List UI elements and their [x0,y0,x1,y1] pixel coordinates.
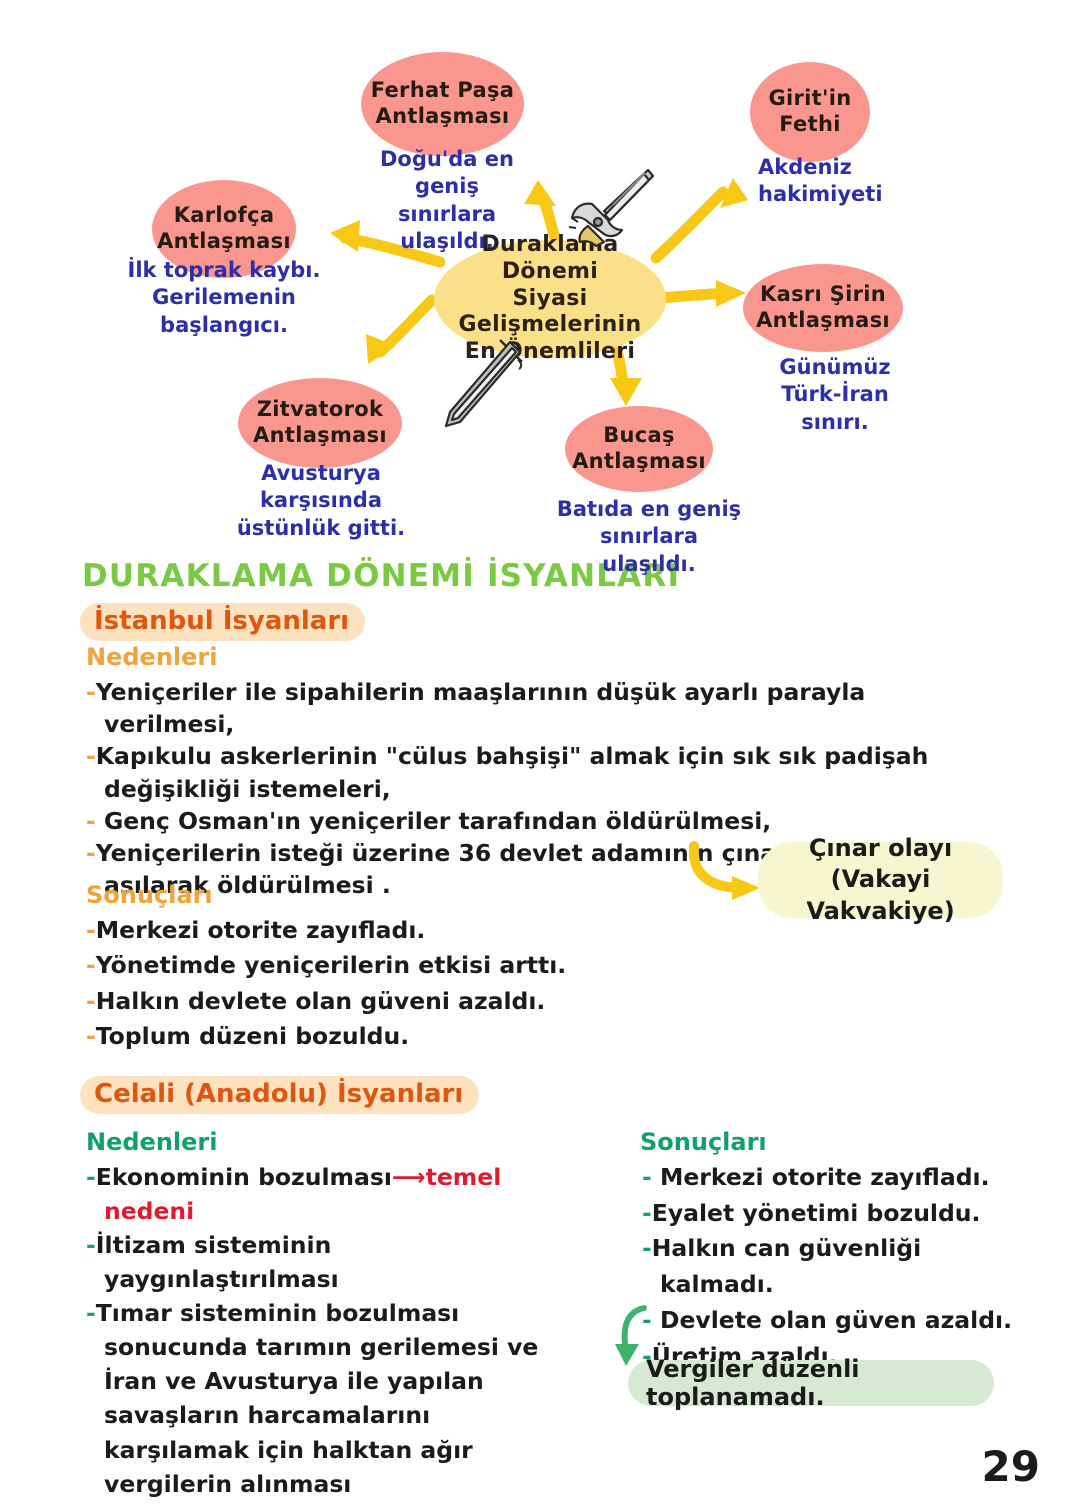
note-line1: Akdeniz [758,155,852,179]
node-title-line2: Antlaşması [157,229,291,253]
node-title-line1: Bucaş [603,423,675,448]
dash-bullet-icon: - [86,916,96,944]
node-title-line1: Kasrı Şirin [760,282,886,307]
callout-vergiler: Vergiler düzenli toplanamadı. [628,1355,994,1411]
dash-bullet-icon: - [86,1299,96,1328]
node-title-line1: Ferhat Paşa [370,78,515,103]
page-number: 29 [981,1442,1040,1491]
mindmap-center-node[interactable]: Duraklama Dönemi Siyasi Gelişmelerinin E… [434,232,666,364]
node-title-line2: Antlaşması [375,104,510,128]
note-line2: Türk-İran [781,382,889,407]
mindmap-diagram: Ferhat Paşa Antlaşması Doğu'da en geniş … [0,0,1080,576]
section-pill-celali[interactable]: Celali (Anadolu) İsyanları [80,1076,480,1114]
page-title: DURAKLAMA DÖNEMİ İSYANLARI [82,558,681,594]
callout-line1: Çınar olayı [808,834,953,863]
note-line1: Batıda en geniş [556,497,742,521]
node-title-line2: Antlaşması [756,308,890,332]
dash-bullet-icon: - [642,1234,652,1263]
mindmap-note-kasri-sirin: Günümüz Türk-İran sınırı. [760,354,910,436]
dash-bullet-icon: - [642,1198,652,1227]
dash-bullet-icon: - [86,678,96,706]
dash-bullet-icon: - [642,1341,652,1370]
mindmap-node-kasri-sirin[interactable]: Kasrı Şirin Antlaşması [743,264,903,352]
mindmap-node-zitvatorok[interactable]: Zitvatorok Antlaşması [238,378,402,468]
list-item: -Yeniçeriler ile sipahilerin maaşlarının… [86,678,866,739]
list-istanbul-results: -Merkezi otorite zayıfladı. -Yönetimde y… [86,913,646,1054]
dash-bullet-icon: - [86,951,96,980]
sword-icon-lower [444,339,523,428]
node-title-line1: Zitvatorok [256,397,384,422]
list-item: -Ekonominin bozulması⟶temel nedeni [86,1163,502,1226]
dash-bullet-icon: - [86,838,96,867]
label-celali-results: Sonuçları [640,1128,767,1156]
dash-bullet-icon: - [642,1163,652,1191]
callout-line2: (Vakayi Vakvakiye) [806,865,955,925]
note-line2: sınırlara ulaşıldı. [397,201,497,253]
dash-bullet-icon: - [642,1305,652,1334]
note-line1: Avusturya karşısında [259,461,383,513]
label-istanbul-causes: Nedenleri [86,643,218,671]
mindmap-note-karlofca: İlk toprak kaybı. Gerilemenin başlangıcı… [118,257,330,339]
list-item: - Genç Osman'ın yeniçeriler tarafından ö… [86,806,772,835]
sword-icon-upper [568,168,655,248]
dash-bullet-icon: - [86,1231,96,1260]
list-item: - Merkezi otorite zayıfladı. [642,1163,990,1191]
note-line1: İlk toprak kaybı. [127,258,321,282]
dash-bullet-icon: - [86,986,96,1015]
center-line1: Duraklama Dönemi [481,231,619,284]
section-pill-istanbul[interactable]: İstanbul İsyanları [80,603,366,641]
node-title-line2: Antlaşması [572,449,706,473]
note-line1: Doğu'da en geniş [380,147,514,199]
label-istanbul-results: Sonuçları [86,881,213,909]
list-item: -Halkın devlete olan güveni azaldı. [86,986,546,1015]
note-line3: sınırı. [801,409,869,434]
list-celali-causes: -Ekonominin bozulması⟶temel nedeni -İlti… [86,1160,566,1501]
node-title-line1: Girit'in [768,86,852,111]
list-item: -Tımar sisteminin bozulması sonucunda ta… [86,1299,539,1498]
dash-bullet-icon: - [86,806,96,835]
node-title-line1: Karlofça [173,203,275,228]
node-title-line2: Antlaşması [253,423,387,447]
mindmap-note-giritin-fethi: Akdeniz hakimiyeti [758,154,898,209]
mindmap-node-karlofca[interactable]: Karlofça Antlaşması [152,180,296,278]
center-line2: Siyasi Gelişmelerinin [458,285,642,338]
list-item: -Halkın can güvenliği kalmadı. [642,1234,922,1299]
cause-annotation: temel nedeni [104,1163,502,1226]
dash-bullet-icon: - [86,1021,96,1050]
dash-bullet-icon: - [86,1163,96,1191]
mindmap-node-ferhat-pasa[interactable]: Ferhat Paşa Antlaşması [361,52,524,156]
list-item: -Merkezi otorite zayıfladı. [86,916,426,944]
red-arrow-icon: ⟶ [391,1163,426,1191]
mindmap-node-giritin-fethi[interactable]: Girit'in Fethi [750,62,870,162]
callout-cinar-olayi: Çınar olayı (Vakayi Vakvakiye) [758,834,1003,925]
label-celali-causes: Nedenleri [86,1128,218,1156]
mindmap-note-zitvatorok: Avusturya karşısında üstünlük gitti. [210,460,432,542]
note-line2: sınırlara ulaşıldı. [599,524,699,576]
mindmap-note-bucas: Batıda en geniş sınırlara ulaşıldı. [556,496,742,578]
list-celali-results: - Merkezi otorite zayıfladı. -Eyalet yön… [642,1160,1042,1374]
list-item: -Yönetimde yeniçerilerin etkisi arttı. [86,951,567,980]
list-item: -Toplum düzeni bozuldu. [86,1021,410,1050]
mindmap-node-bucas[interactable]: Bucaş Antlaşması [565,406,713,492]
note-line2: üstünlük gitti. [236,515,406,540]
note-line1: Günümüz [779,355,891,379]
list-item: -Eyalet yönetimi bozuldu. [642,1198,981,1227]
mindmap-note-ferhat-pasa: Doğu'da en geniş sınırlara ulaşıldı. [352,146,542,255]
dash-bullet-icon: - [86,742,96,771]
list-item: - Devlete olan güven azaldı. [642,1305,1013,1334]
node-title-line2: Fethi [779,112,841,136]
note-line2: Gerilemenin başlangıcı. [152,285,296,337]
note-line2: hakimiyeti [758,182,883,207]
list-item: -Kapıkulu askerlerinin "cülus bahşişi" a… [86,742,929,803]
list-item: -İltizam sisteminin yaygınlaştırılması [86,1231,339,1294]
